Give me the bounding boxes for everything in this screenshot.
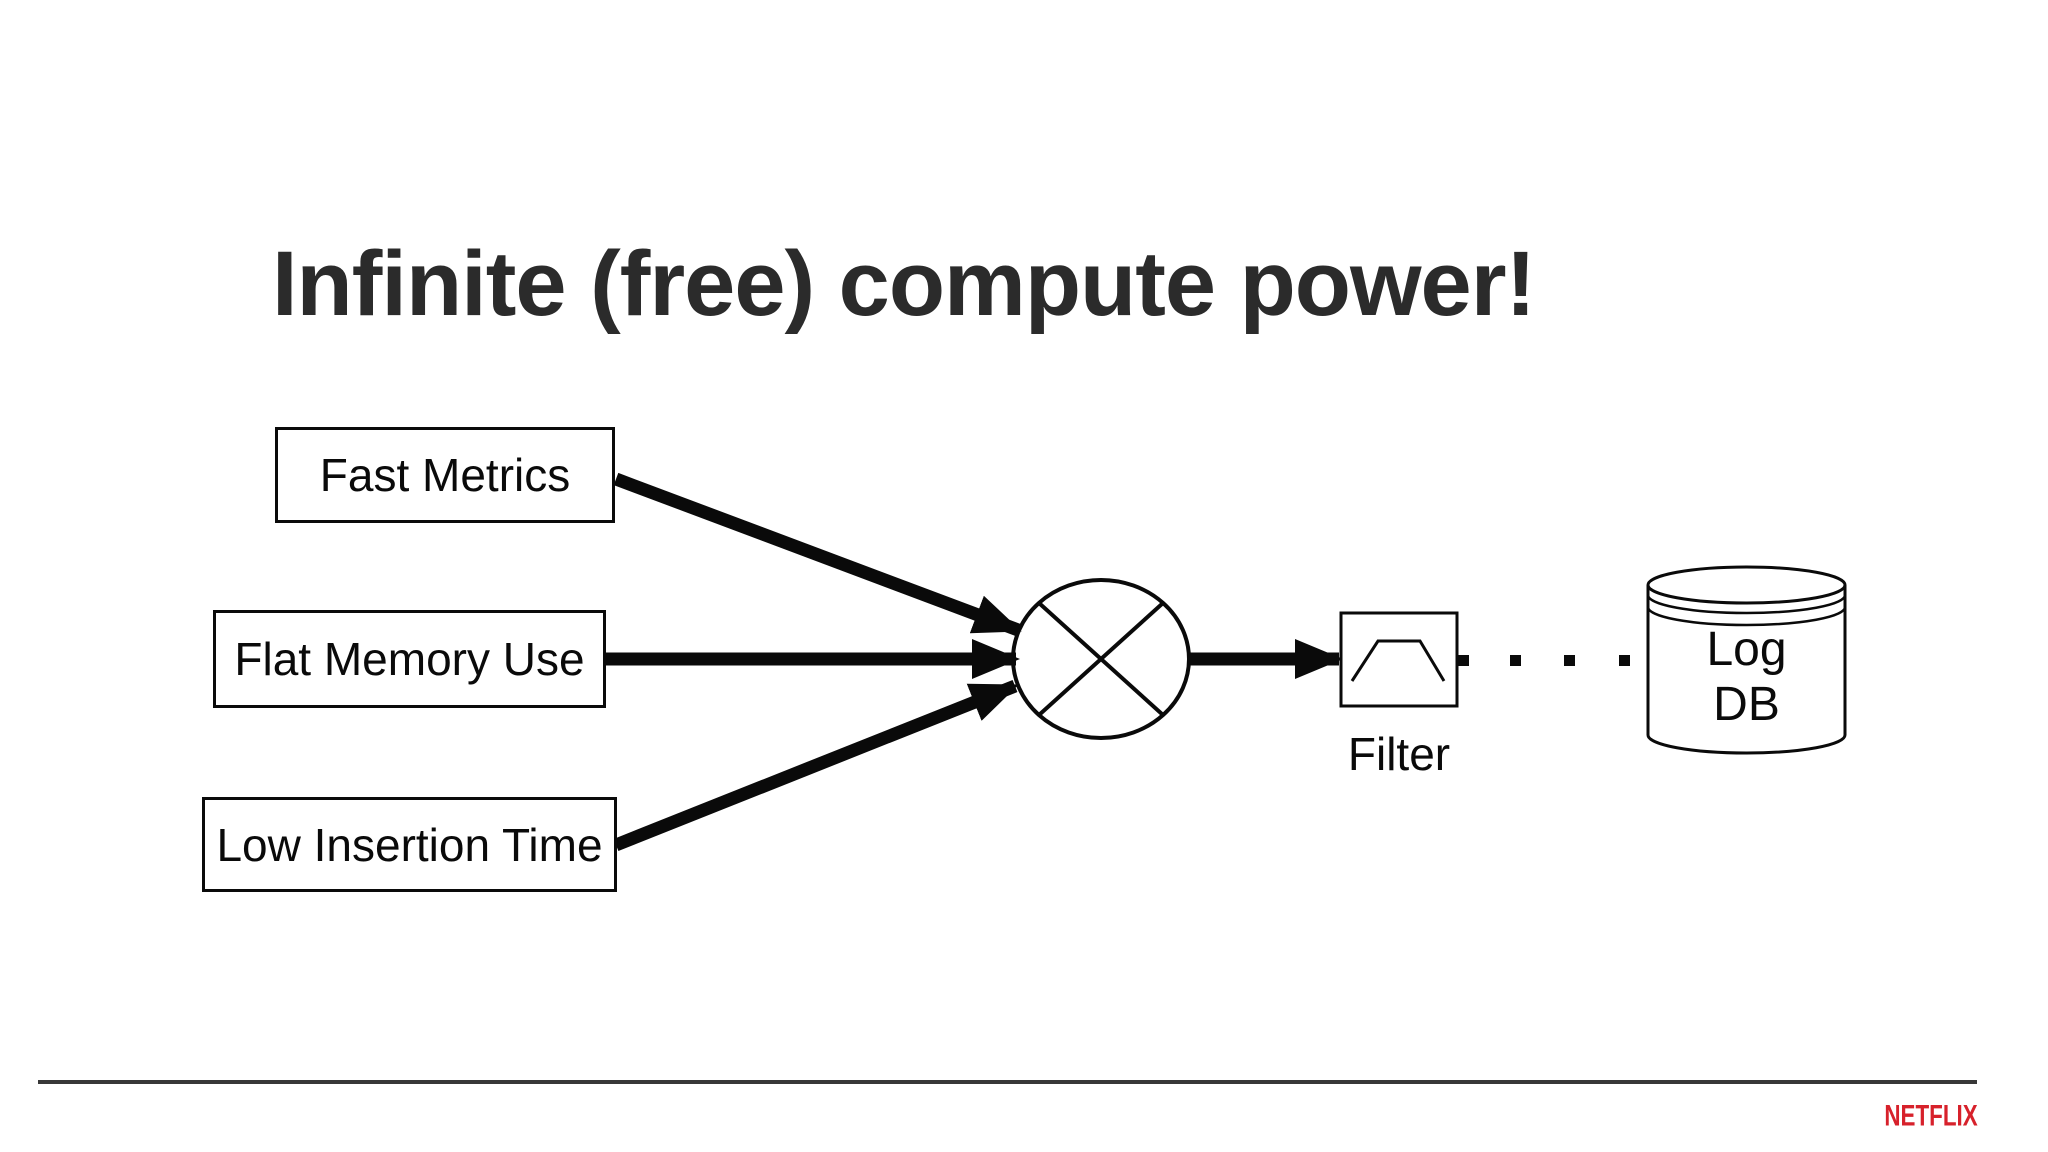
log-db-line1: Log bbox=[1706, 623, 1787, 676]
input-box-label: Fast Metrics bbox=[319, 449, 571, 501]
connector-dot bbox=[1564, 655, 1575, 666]
input-box-label: Flat Memory Use bbox=[234, 633, 585, 685]
divider-line bbox=[38, 1080, 1977, 1084]
filter-label: Filter bbox=[1347, 728, 1451, 780]
cylinder-top-ellipse-front bbox=[1646, 584, 1847, 605]
arrow-fast-metrics-to-mixer bbox=[613, 472, 1022, 637]
slide-title: Infinite (free) compute power! bbox=[272, 233, 1536, 335]
band-pass-filter-icon bbox=[1350, 639, 1446, 682]
arrow-low-insertion-to-mixer bbox=[613, 679, 1019, 852]
filter-box bbox=[1339, 611, 1459, 708]
connector-dot bbox=[1458, 655, 1469, 666]
cylinder-stack-arc-1 bbox=[1646, 594, 1847, 615]
log-db-line2: DB bbox=[1713, 678, 1780, 731]
connector-dot bbox=[1619, 655, 1630, 666]
filter-node bbox=[1339, 611, 1459, 708]
netflix-logo: NETFLIX bbox=[1884, 1099, 1978, 1132]
dotted-connector bbox=[1458, 655, 1630, 666]
cylinder-stack-arc-2 bbox=[1646, 606, 1847, 627]
connector-dot bbox=[1510, 655, 1521, 666]
input-box-label: Low Insertion Time bbox=[216, 818, 603, 871]
input-box-fast-metrics: Fast Metrics bbox=[275, 427, 615, 523]
mixer-x-line-2 bbox=[1037, 601, 1165, 717]
cylinder-body bbox=[1646, 565, 1847, 755]
input-box-low-insertion-time: Low Insertion Time bbox=[202, 797, 617, 892]
database-cylinder-icon bbox=[1646, 565, 1847, 755]
input-box-flat-memory-use: Flat Memory Use bbox=[213, 610, 606, 708]
log-db-label: Log DB bbox=[1648, 622, 1845, 732]
